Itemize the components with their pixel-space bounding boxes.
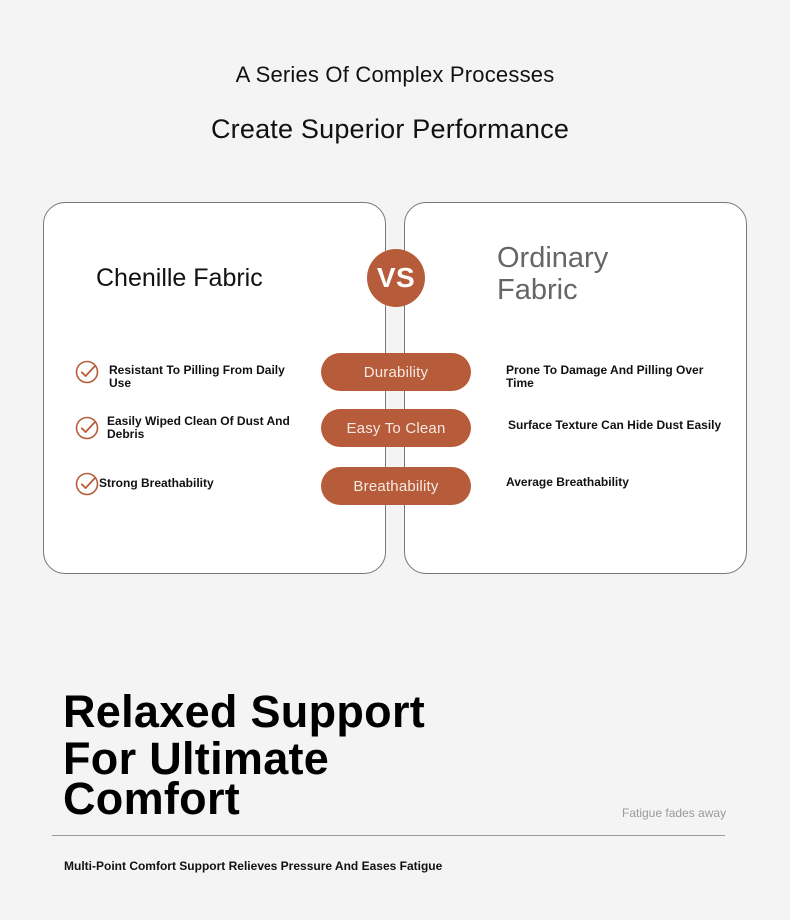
ordinary-title: Ordinary Fabric (497, 242, 697, 306)
comfort-title-line-3: Comfort (63, 773, 241, 824)
section-divider (52, 835, 725, 836)
comfort-title-line-1: Relaxed Support (63, 686, 426, 737)
chenille-benefit-easy-clean: Easily Wiped Clean Of Dust And Debris (107, 414, 290, 441)
chenille-benefit-durability: Resistant To Pilling From Daily Use (109, 363, 285, 390)
check-circle-icon (75, 416, 99, 440)
ordinary-title-line-1: Ordinary (497, 242, 609, 274)
ordinary-drawback-easy-clean: Surface Texture Can Hide Dust Easily (508, 418, 722, 432)
header-line-1: A Series Of Complex Processes (235, 62, 555, 87)
check-circle-icon (75, 360, 99, 384)
chenille-title: Chenille Fabric (96, 264, 263, 292)
fatigue-side-note: Fatigue fades away (622, 806, 727, 820)
header-line-2: Create Superior Performance (210, 114, 570, 144)
feature-pill-breathability: Breathability (321, 467, 471, 505)
ordinary-drawback-durability: Prone To Damage And Pilling Over Time (506, 363, 704, 390)
check-circle-icon (75, 472, 99, 496)
comfort-title-line-2: For Ultimate (63, 733, 330, 784)
feature-pill-easy-clean: Easy To Clean (321, 409, 471, 447)
comfort-description: Multi-Point Comfort Support Relieves Pre… (64, 859, 443, 873)
comfort-title: Relaxed Support For Ultimate Comfort (63, 686, 426, 824)
ordinary-title-line-2: Fabric (497, 274, 578, 306)
ordinary-drawback-breathability: Average Breathability (506, 475, 629, 489)
feature-pill-durability: Durability (321, 353, 471, 391)
vs-badge: VS (367, 249, 425, 307)
chenille-benefit-breathability: Strong Breathability (99, 476, 214, 490)
